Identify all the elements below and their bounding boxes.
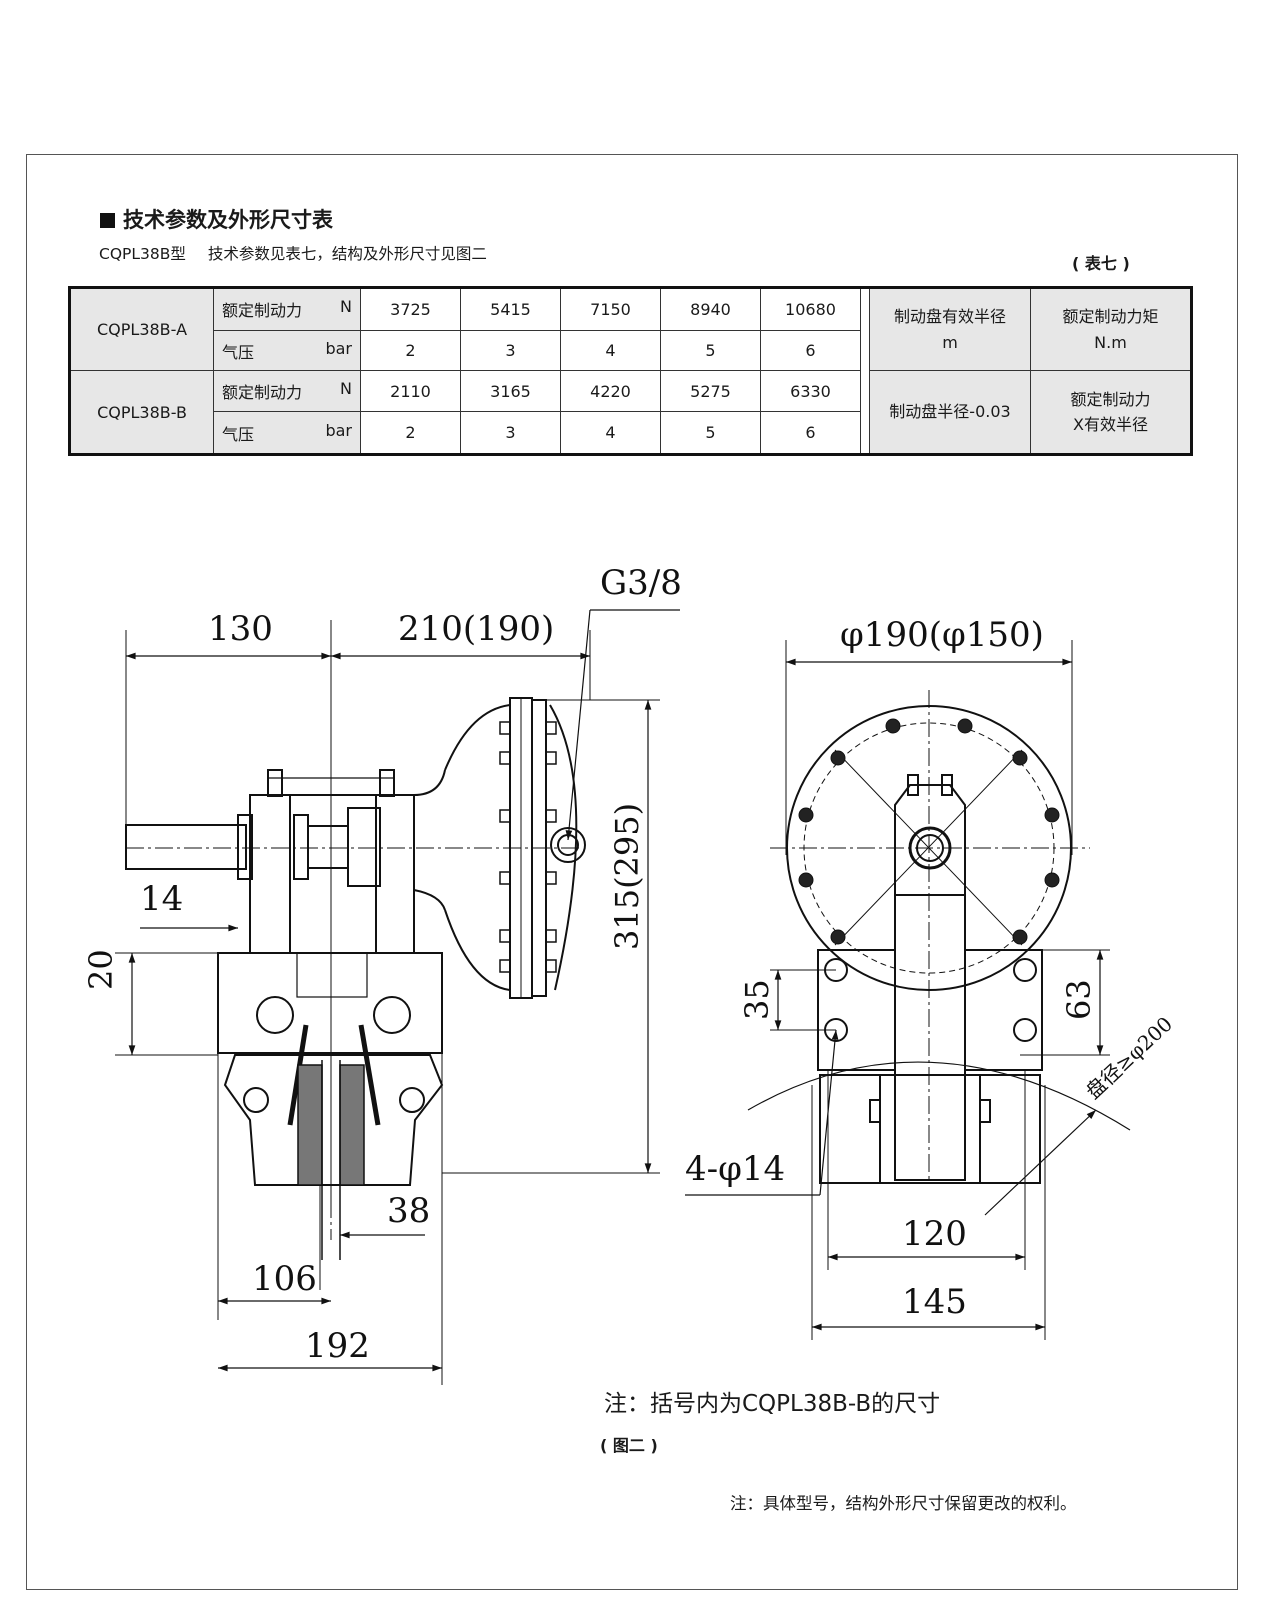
table-cell: 4220 (560, 370, 661, 413)
page-frame (26, 154, 1238, 1590)
dim-14: 14 (140, 879, 183, 919)
table-cell: 5275 (660, 370, 761, 413)
dim-g38: G3/8 (600, 563, 682, 603)
model-a: CQPL38B-A (69, 286, 214, 372)
table-cell: 5415 (460, 287, 561, 331)
dim-disc-diameter: 盘径≥φ200 (1081, 1012, 1177, 1104)
table-cell: 5 (660, 411, 761, 455)
dim-38: 38 (387, 1191, 430, 1231)
dim-106: 106 (252, 1259, 317, 1299)
rights-note: 注：具体型号，结构外形尺寸保留更改的权利。 (730, 1494, 1077, 1513)
table-cell: 7150 (560, 287, 661, 331)
dim-145: 145 (902, 1282, 967, 1322)
dim-20: 20 (82, 949, 120, 990)
table-number: ( 表七 ) (1072, 254, 1130, 273)
figure-label: ( 图二 ) (600, 1436, 658, 1455)
side-view (115, 609, 839, 1385)
table-cell: 6330 (760, 370, 861, 413)
table-cell: 4 (560, 329, 661, 372)
table-cell: 2 (360, 411, 461, 455)
subtitle-model: CQPL38B型 (99, 245, 186, 263)
square-bullet-icon (100, 213, 115, 228)
dim-63: 63 (1060, 979, 1098, 1020)
table-cell: 3 (460, 329, 561, 372)
dim-210: 210(190) (398, 609, 554, 649)
bracket-note: 注：括号内为CQPL38B-B的尺寸 (604, 1391, 941, 1417)
subtitle: CQPL38B型 技术参数见表七，结构及外形尺寸见图二 (99, 242, 487, 264)
table-cell: 4 (560, 411, 661, 455)
model-b: CQPL38B-B (69, 370, 214, 455)
table-cell: 2 (360, 329, 461, 372)
dim-phi190: φ190(φ150) (840, 615, 1044, 655)
table-cell: 2110 (360, 370, 461, 413)
dim-130: 130 (208, 609, 273, 649)
subtitle-text: 技术参数见表七，结构及外形尺寸见图二 (207, 245, 487, 263)
dim-315: 315(295) (608, 803, 646, 950)
radius-formula: 制动盘半径-0.03 (869, 370, 1031, 455)
front-view (747, 640, 1131, 1340)
table-cell: 10680 (760, 287, 861, 331)
dim-4phi14: 4-φ14 (685, 1149, 785, 1189)
dim-192: 192 (305, 1326, 370, 1366)
section-heading: 技术参数及外形尺寸表 (100, 204, 333, 234)
table-cell: 6 (760, 329, 861, 372)
table-cell: 3725 (360, 287, 461, 331)
table-cell: 3 (460, 411, 561, 455)
table-cell: 6 (760, 411, 861, 455)
dim-120: 120 (902, 1214, 967, 1254)
dim-35: 35 (738, 979, 776, 1020)
table-cell: 5 (660, 329, 761, 372)
